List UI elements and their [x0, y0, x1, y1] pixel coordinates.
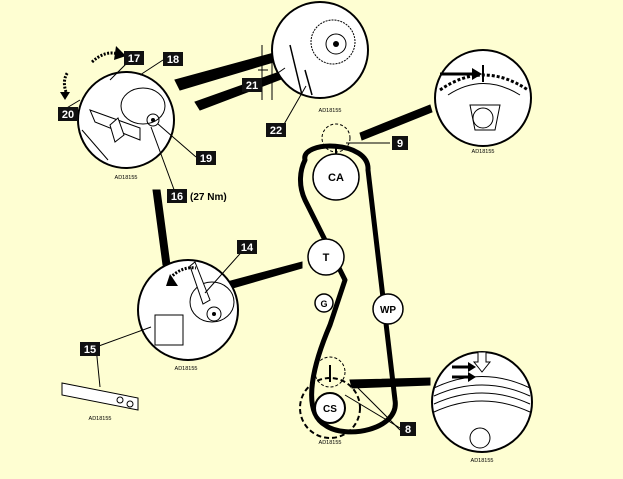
svg-text:8: 8 [405, 424, 411, 436]
tool-ref-code: AD18155 [89, 416, 112, 422]
svg-text:14: 14 [241, 242, 254, 254]
svg-text:20: 20 [62, 109, 74, 121]
callout-22: 22 [266, 123, 286, 137]
detail-camshaft-mark-ref-code: AD18155 [472, 149, 495, 155]
svg-text:19: 19 [200, 153, 212, 165]
detail-tensioner-ref-code: AD18155 [115, 175, 138, 181]
timing-belt [298, 143, 398, 435]
detail-tensioner-top: AD18155 [77, 71, 175, 181]
crankshaft-ref-code: AD18155 [319, 440, 342, 446]
callout-8: 8 [400, 422, 416, 436]
detail-tensioner-mid-ref-code: AD18155 [175, 366, 198, 372]
callout-20: 20 [58, 107, 78, 121]
camshaft-pulley: CA [312, 123, 360, 201]
svg-text:15: 15 [84, 344, 96, 356]
camshaft-label: CA [328, 172, 344, 184]
svg-text:9: 9 [397, 138, 403, 150]
svg-text:16: 16 [171, 191, 183, 203]
water-pump-pulley: WP [372, 293, 404, 325]
detail-tensioner-mid: AD18155 [137, 259, 239, 372]
svg-text:22: 22 [270, 125, 282, 137]
svg-text:17: 17 [128, 53, 140, 65]
rotation-arrow-icon [60, 46, 126, 100]
water-pump-label: WP [380, 305, 396, 316]
tensioner-pulley: T [307, 238, 345, 276]
callout-21: 21 [242, 78, 262, 92]
callout-18: 18 [163, 52, 183, 66]
guide-pulley: G [314, 293, 334, 313]
detail-crankshaft-mark-ref-code: AD18155 [471, 458, 494, 464]
detail-camshaft-top: AD18155 [271, 1, 369, 114]
detail-camshaft-ref-code: AD18155 [319, 108, 342, 114]
svg-text:21: 21 [246, 80, 258, 92]
callout-17: 17 [124, 51, 144, 65]
crankshaft-pulley: CS AD18155 [299, 356, 361, 446]
callout-15: 15 [80, 342, 100, 356]
callout-leaders [59, 56, 401, 431]
locking-tool: AD18155 [61, 382, 139, 422]
crankshaft-label: CS [323, 404, 337, 415]
callout-19: 19 [196, 151, 216, 165]
guide-label: G [320, 299, 327, 309]
tensioner-label: T [323, 252, 330, 264]
rotation-arrow-mid-icon [166, 266, 197, 286]
detail-camshaft-mark: AD18155 [434, 49, 532, 155]
svg-text:18: 18 [167, 54, 179, 66]
callout-9: 9 [392, 136, 408, 150]
callout-14: 14 [237, 240, 257, 254]
detail-crankshaft-mark: AD18155 [431, 351, 533, 464]
torque-label: (27 Nm) [190, 192, 227, 203]
callout-16: 16 (27 Nm) [167, 189, 227, 203]
